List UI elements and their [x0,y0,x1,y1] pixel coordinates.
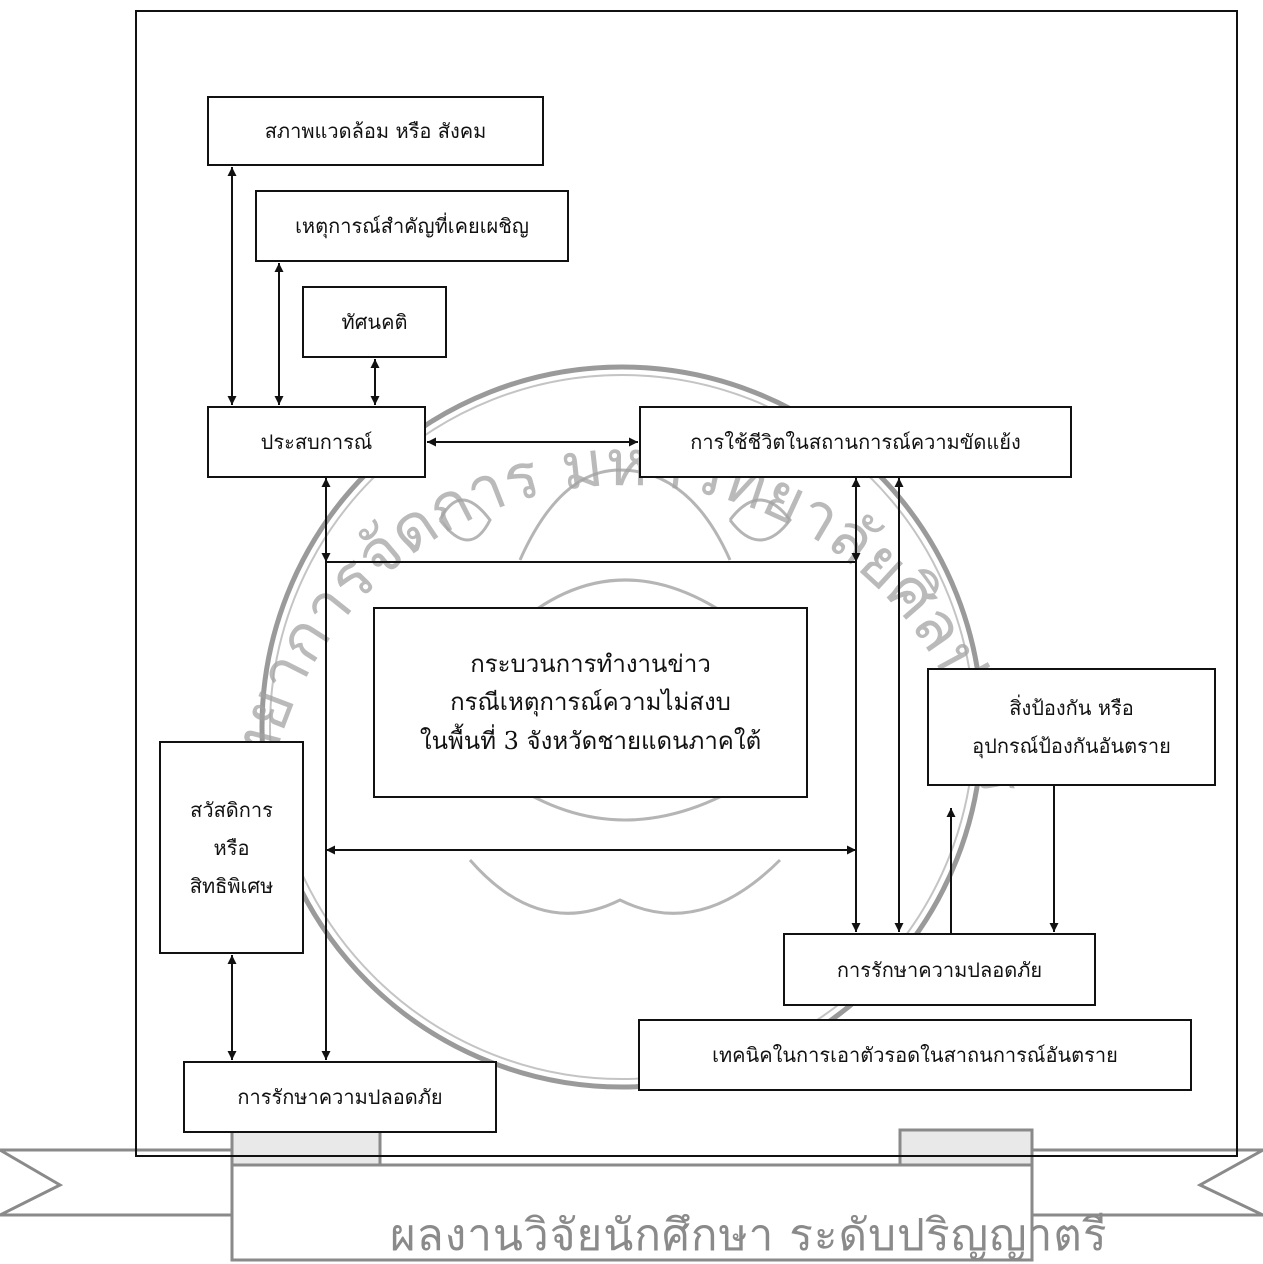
node-survival-label: เทคนิคในการเอาตัวรอดในสาถนการณ์อันตราย [712,1043,1118,1067]
page-frame [135,10,1238,1157]
node-key-events-label: เหตุการณ์สำคัญที่เคยเผชิญ [295,214,529,238]
node-survival: เทคนิคในการเอาตัวรอดในสาถนการณ์อันตราย [638,1019,1192,1091]
node-environment: สภาพแวดล้อม หรือ สังคม [207,96,544,166]
node-center-process: กระบวนการทำงานข่าว กรณีเหตุการณ์ความไม่ส… [373,607,808,798]
node-conflict-life: การใช้ชีวิตในสถานการณ์ความขัดแย้ง [639,406,1072,478]
watermark-banner-text: ผลงานวิจัยนักศึกษา ระดับปริญญาตรี [390,1210,1108,1261]
node-protection-line-2: อุปกรณ์ป้องกันอันตราย [972,734,1171,758]
node-experience-label: ประสบการณ์ [260,430,373,454]
node-welfare-line-3: สิทธิพิเศษ [189,873,274,898]
node-safety-right-label: การรักษาความปลอดภัย [836,957,1043,982]
node-attitude-label: ทัศนคติ [341,310,408,334]
node-welfare-line-2: หรือ [213,835,250,860]
node-attitude: ทัศนคติ [302,286,447,358]
node-protection-line-1: สิ่งป้องกัน หรือ [1009,696,1134,720]
node-welfare: สวัสดิการ หรือ สิทธิพิเศษ [159,741,304,954]
node-protection: สิ่งป้องกัน หรือ อุปกรณ์ป้องกันอันตราย [927,668,1216,786]
node-environment-label: สภาพแวดล้อม หรือ สังคม [264,119,487,143]
node-center-line-2: กรณีเหตุการณ์ความไม่สงบ [450,688,731,717]
node-safety-right: การรักษาความปลอดภัย [783,933,1096,1006]
node-safety-left: การรักษาความปลอดภัย [183,1061,497,1133]
node-experience: ประสบการณ์ [207,406,426,478]
node-key-events: เหตุการณ์สำคัญที่เคยเผชิญ [255,190,569,262]
node-conflict-life-label: การใช้ชีวิตในสถานการณ์ความขัดแย้ง [690,430,1021,454]
node-safety-left-label: การรักษาความปลอดภัย [237,1085,443,1109]
node-welfare-line-1: สวัสดิการ [190,797,273,822]
node-center-line-1: กระบวนการทำงานข่าว [470,649,711,678]
node-center-line-3: ในพื้นที่ 3 จังหวัดชายแดนภาคใต้ [419,726,762,755]
